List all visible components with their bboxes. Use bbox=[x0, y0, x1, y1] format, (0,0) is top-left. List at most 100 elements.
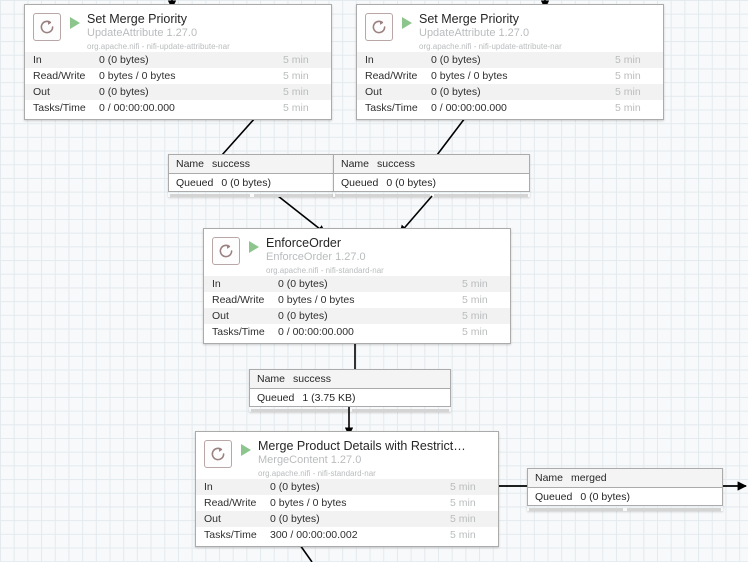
stat-time-in: 5 min bbox=[450, 481, 476, 493]
stat-row: Read/Write 0 bytes / 0 bytes 5 min bbox=[357, 68, 663, 84]
stat-time-out: 5 min bbox=[283, 86, 309, 98]
stat-label-read-write: Read/Write bbox=[204, 497, 257, 509]
stat-time-out: 5 min bbox=[615, 86, 641, 98]
stat-label-out: Out bbox=[33, 86, 50, 98]
connection-name-value: success bbox=[377, 158, 415, 170]
stat-label-in: In bbox=[365, 54, 374, 66]
connection-success-middle[interactable]: Name success Queued 1 (3.75 KB) bbox=[249, 369, 451, 412]
wire-proc1-to-success-left bbox=[221, 117, 256, 156]
backpressure-size-bar bbox=[352, 409, 449, 412]
connection-backpressure-bars bbox=[333, 192, 530, 197]
processor-name: Set Merge Priority bbox=[87, 12, 188, 26]
processor-icon bbox=[212, 237, 240, 265]
run-triangle-icon[interactable] bbox=[70, 17, 80, 29]
stat-time-tasks-time: 5 min bbox=[283, 102, 309, 114]
processor-stats: In 0 (0 bytes) 5 min Read/Write 0 bytes … bbox=[204, 276, 510, 340]
wire-proc2-to-success-right bbox=[436, 117, 466, 156]
stat-time-read-write: 5 min bbox=[283, 70, 309, 82]
stat-time-out: 5 min bbox=[462, 310, 488, 322]
connection-name-key: Name bbox=[341, 158, 370, 170]
processor-set-merge-priority-2[interactable]: Set Merge Priority UpdateAttribute 1.27.… bbox=[356, 4, 664, 120]
stat-row: In 0 (0 bytes) 5 min bbox=[204, 276, 510, 292]
stat-value-tasks-time: 0 / 00:00:00.000 bbox=[99, 102, 175, 114]
stat-row: Out 0 (0 bytes) 5 min bbox=[357, 84, 663, 100]
processor-merge-product-details[interactable]: Merge Product Details with Restrict… Mer… bbox=[195, 431, 499, 547]
processor-icon bbox=[365, 13, 393, 41]
stat-time-tasks-time: 5 min bbox=[615, 102, 641, 114]
stat-label-tasks-time: Tasks/Time bbox=[33, 102, 86, 114]
processor-type: UpdateAttribute 1.27.0 bbox=[87, 27, 198, 39]
connection-queued-key: Queued bbox=[257, 391, 295, 404]
stat-value-read-write: 0 bytes / 0 bytes bbox=[270, 497, 347, 509]
stat-time-in: 5 min bbox=[462, 278, 488, 290]
stat-label-tasks-time: Tasks/Time bbox=[212, 326, 265, 338]
processor-name: Merge Product Details with Restrict… bbox=[258, 439, 466, 453]
stat-value-tasks-time: 0 / 00:00:00.000 bbox=[278, 326, 354, 338]
run-triangle-icon[interactable] bbox=[402, 17, 412, 29]
connection-queued-key: Queued bbox=[341, 176, 379, 189]
backpressure-size-bar bbox=[627, 508, 721, 511]
run-triangle-icon[interactable] bbox=[249, 241, 259, 253]
stat-value-out: 0 (0 bytes) bbox=[270, 513, 320, 525]
stat-label-tasks-time: Tasks/Time bbox=[365, 102, 418, 114]
stat-label-read-write: Read/Write bbox=[212, 294, 265, 306]
stat-value-in: 0 (0 bytes) bbox=[278, 278, 328, 290]
stat-row: In 0 (0 bytes) 5 min bbox=[25, 52, 331, 68]
processor-enforce-order[interactable]: EnforceOrder EnforceOrder 1.27.0 org.apa… bbox=[203, 228, 511, 344]
stat-time-read-write: 5 min bbox=[450, 497, 476, 509]
connection-queued-row: Queued 0 (0 bytes) bbox=[527, 487, 723, 506]
stat-value-tasks-time: 300 / 00:00:00.002 bbox=[270, 529, 358, 541]
connection-name-value: merged bbox=[571, 472, 607, 484]
stat-label-tasks-time: Tasks/Time bbox=[204, 529, 257, 541]
stat-label-in: In bbox=[33, 54, 42, 66]
processor-name: Set Merge Priority bbox=[419, 12, 520, 26]
connection-queued-row: Queued 0 (0 bytes) bbox=[168, 173, 335, 192]
stat-row: In 0 (0 bytes) 5 min bbox=[196, 479, 498, 495]
stat-label-out: Out bbox=[212, 310, 229, 322]
processor-stats: In 0 (0 bytes) 5 min Read/Write 0 bytes … bbox=[357, 52, 663, 116]
stat-value-read-write: 0 bytes / 0 bytes bbox=[278, 294, 355, 306]
processor-type: MergeContent 1.27.0 bbox=[258, 454, 362, 466]
stat-value-out: 0 (0 bytes) bbox=[278, 310, 328, 322]
processor-type: UpdateAttribute 1.27.0 bbox=[419, 27, 530, 39]
stat-time-tasks-time: 5 min bbox=[450, 529, 476, 541]
connection-name-value: success bbox=[212, 158, 250, 170]
stat-value-in: 0 (0 bytes) bbox=[270, 481, 320, 493]
connection-merged[interactable]: Name merged Queued 0 (0 bytes) bbox=[527, 468, 723, 511]
connection-success-left[interactable]: Name success Queued 0 (0 bytes) bbox=[168, 154, 335, 197]
processor-stats: In 0 (0 bytes) 5 min Read/Write 0 bytes … bbox=[25, 52, 331, 116]
stat-row: In 0 (0 bytes) 5 min bbox=[357, 52, 663, 68]
processor-stats: In 0 (0 bytes) 5 min Read/Write 0 bytes … bbox=[196, 479, 498, 543]
connection-queued-key: Queued bbox=[535, 490, 573, 503]
connection-queued-value: 1 (3.75 KB) bbox=[302, 391, 356, 404]
processor-icon bbox=[204, 440, 232, 468]
run-triangle-icon[interactable] bbox=[241, 444, 251, 456]
stat-time-in: 5 min bbox=[615, 54, 641, 66]
backpressure-object-bar bbox=[529, 508, 623, 511]
connection-backpressure-bars bbox=[527, 506, 723, 511]
processor-header: Set Merge Priority UpdateAttribute 1.27.… bbox=[357, 5, 663, 52]
stat-row: Tasks/Time 300 / 00:00:00.002 5 min bbox=[196, 527, 498, 543]
backpressure-object-bar bbox=[251, 409, 348, 412]
connection-name-key: Name bbox=[176, 158, 205, 170]
processor-header: EnforceOrder EnforceOrder 1.27.0 org.apa… bbox=[204, 229, 510, 276]
processor-bundle: org.apache.nifi - nifi-update-attribute-… bbox=[87, 42, 230, 51]
connection-backpressure-bars bbox=[168, 192, 335, 197]
connection-queued-row: Queued 1 (3.75 KB) bbox=[249, 388, 451, 407]
stat-label-out: Out bbox=[204, 513, 221, 525]
processor-header: Set Merge Priority UpdateAttribute 1.27.… bbox=[25, 5, 331, 52]
stat-time-in: 5 min bbox=[283, 54, 309, 66]
connection-name-row: Name success bbox=[249, 369, 451, 388]
connection-name-key: Name bbox=[257, 373, 286, 385]
stat-row: Tasks/Time 0 / 00:00:00.000 5 min bbox=[357, 100, 663, 116]
connection-success-right[interactable]: Name success Queued 0 (0 bytes) bbox=[333, 154, 530, 197]
backpressure-object-bar bbox=[335, 194, 430, 197]
stat-row: Tasks/Time 0 / 00:00:00.000 5 min bbox=[204, 324, 510, 340]
stat-label-read-write: Read/Write bbox=[365, 70, 418, 82]
connection-queued-row: Queued 0 (0 bytes) bbox=[333, 173, 530, 192]
backpressure-object-bar bbox=[170, 194, 250, 197]
stat-time-out: 5 min bbox=[450, 513, 476, 525]
processor-set-merge-priority-1[interactable]: Set Merge Priority UpdateAttribute 1.27.… bbox=[24, 4, 332, 120]
processor-bundle: org.apache.nifi - nifi-standard-nar bbox=[266, 266, 384, 275]
